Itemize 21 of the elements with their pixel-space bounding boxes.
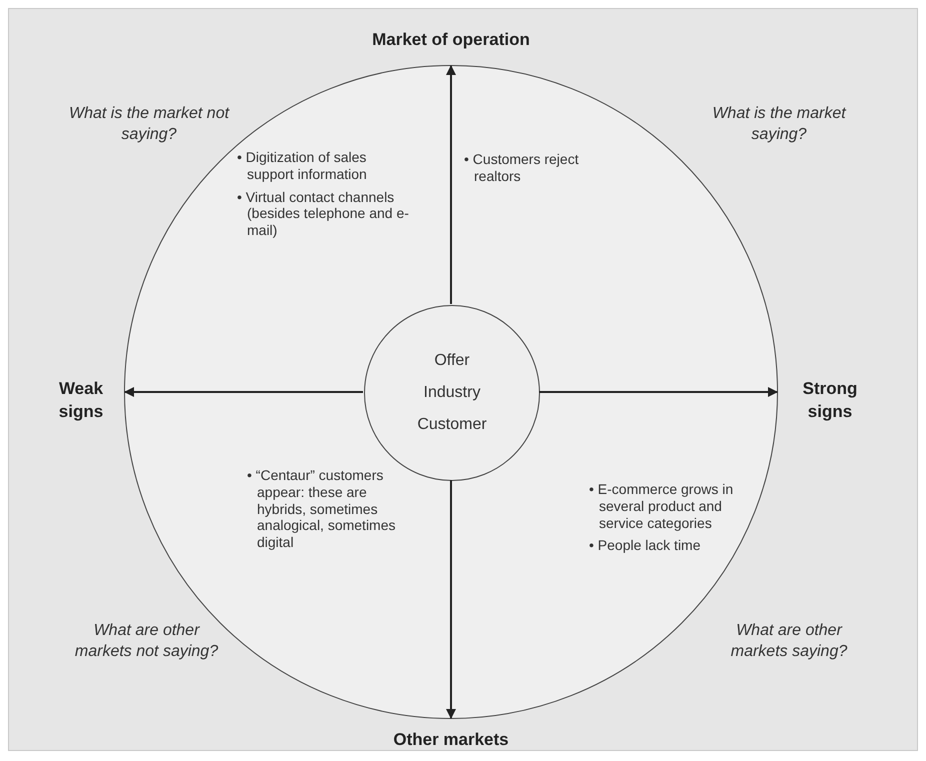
bullet-item: • Digitization of sales support information [237,149,368,183]
bullet-item: • Virtual contact channels (besides telephone and e-mail) [237,188,409,239]
arrow [446,480,456,719]
axis-heading: Strong signs [785,378,875,424]
arrow [446,65,456,304]
axis-heading: Market of operation [351,29,551,52]
axis-heading: Weak signs [39,378,123,424]
question-text: What is the market not saying? [68,104,231,145]
circle-text: Industry [424,384,480,402]
arrow [124,387,363,397]
circle-text: Offer [434,352,470,370]
arrow [539,387,778,397]
bullet-item: • Customers reject realtors [464,151,580,185]
bullet-item: • People lack time [589,537,702,554]
question-text: What are other markets saying? [730,621,848,662]
circle-text: Customer [417,416,487,434]
question-text: What is the market saying? [711,104,848,145]
bullet-item: • “Centaur” customers appear: these are hybrids, sometimes analogical, sometimes digital [247,467,397,551]
bullet-item: • E-commerce grows in several product and service categories [589,481,734,532]
question-text: What are other markets not saying? [74,621,220,662]
axis-heading: Other markets [351,729,551,752]
